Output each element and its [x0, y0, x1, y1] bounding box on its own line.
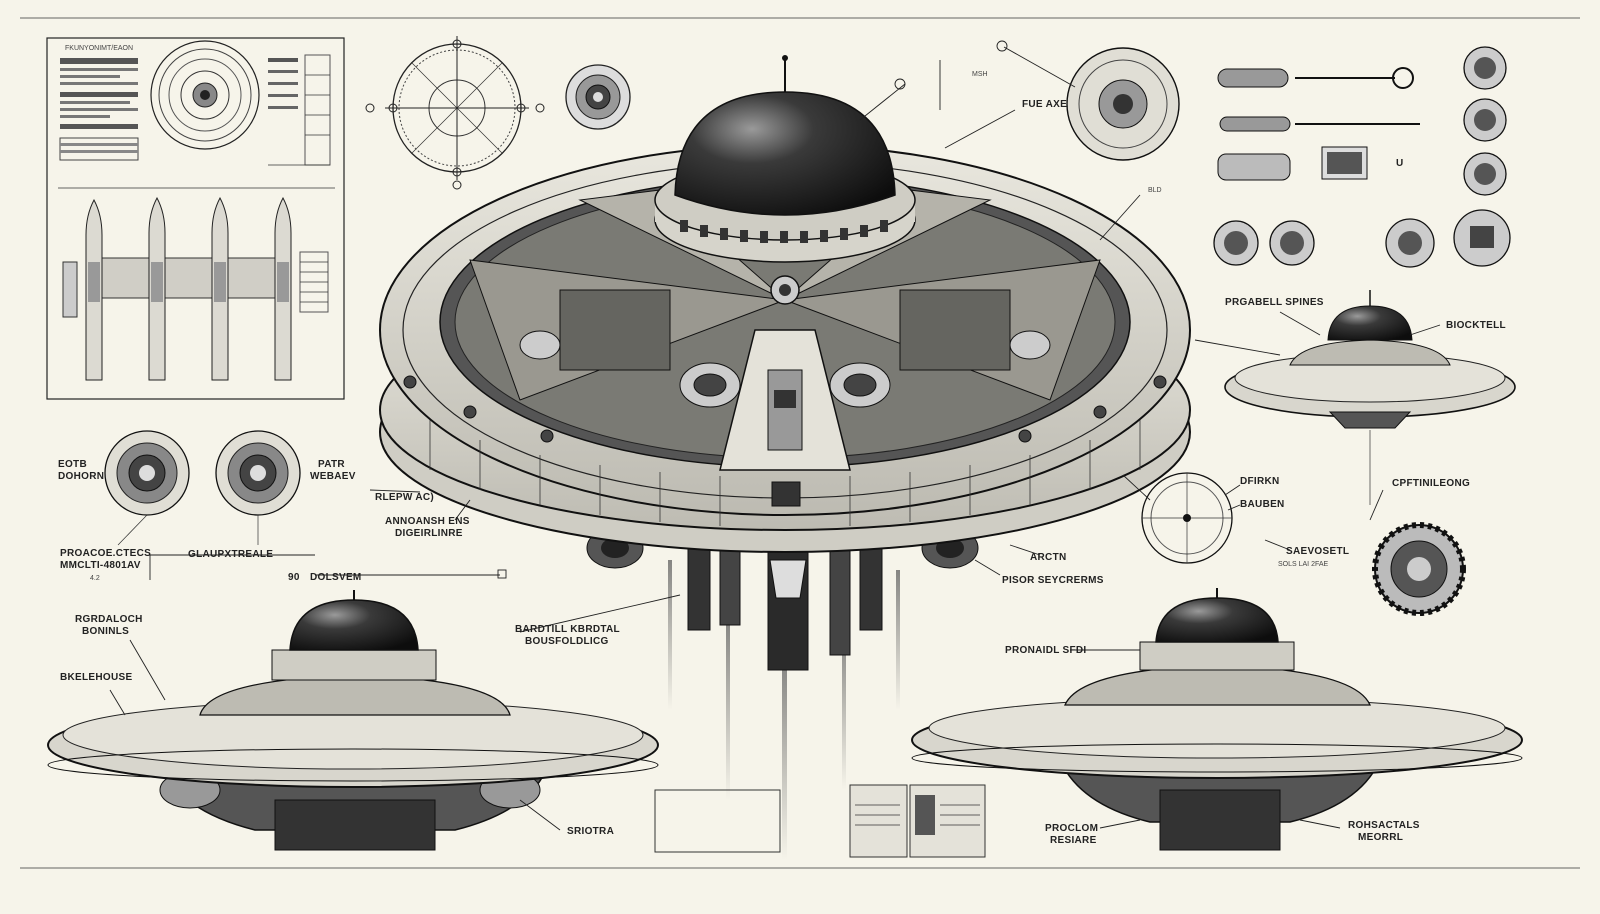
label-saevosetl: SAEVOSETL: [1286, 546, 1349, 557]
label-bkelehouse: BKELEHOUSE: [60, 672, 132, 683]
gear-icon: [1463, 46, 1507, 90]
wheel-gauge-icon: [1453, 209, 1511, 267]
label-dolsvem-num: 90: [288, 572, 300, 583]
label-annoansh-2: DIGEIRLINRE: [395, 528, 463, 539]
rim-portholes: [403, 375, 1167, 443]
gear-icon: [1463, 152, 1507, 196]
label-proacoe-1: PROACOE.CTECS: [60, 548, 151, 559]
label-bld: BLD: [1148, 187, 1162, 194]
wheel-gauge-icon: [1213, 220, 1259, 266]
label-bauben: BAUBEN: [1240, 499, 1285, 510]
sheet-border: [20, 17, 1580, 869]
saucer-side-icon: [47, 590, 659, 851]
label-biocktell: BIOCKTELL: [1446, 320, 1506, 331]
label-pisor: PISOR SEYCRERMS: [1002, 575, 1104, 586]
collar-windows: [680, 220, 888, 243]
inset-side-bars: [58, 54, 335, 189]
saucer-side-icon: [1224, 290, 1516, 505]
label-rgrdalogh-2: BONINLS: [82, 626, 129, 637]
label-arctn: ARCTN: [1030, 552, 1067, 563]
hull-panels: [429, 420, 1141, 526]
capsule-pod-icon: [1217, 67, 1414, 89]
label-glaupxtreale: GLAUPXTREALE: [188, 549, 273, 560]
label-bardtill-1: BARDTILL KBRDTAL: [515, 624, 620, 635]
label-bardtill-2: BOUSFOLDLICG: [525, 636, 609, 647]
label-u: U: [1396, 158, 1404, 169]
wheel-gauge-icon: [104, 430, 190, 516]
label-msh: MSH: [972, 71, 988, 78]
interior-sections: [469, 189, 1101, 408]
gear-icon: [1463, 98, 1507, 142]
wheel-gauge-icon: [1269, 220, 1315, 266]
label-patr: PATR: [318, 459, 345, 470]
rocket-icon: [211, 196, 229, 381]
label-rohsactals-2: MEORRL: [1358, 832, 1403, 843]
rocket-icon: [148, 196, 166, 381]
label-sriotra: SRIOTRA: [567, 826, 614, 837]
main-saucer: [379, 55, 1191, 860]
leader-lines: [109, 40, 1441, 831]
label-rohsactals-1: ROHSACTALS: [1348, 820, 1420, 831]
label-webaev: WEBAEV: [310, 471, 356, 482]
label-dfirkn: DFIRKN: [1240, 476, 1280, 487]
compass-rose-icon: [365, 36, 545, 190]
capsule-pod-icon: [1217, 146, 1368, 181]
wheel-gauge-icon: [1385, 218, 1435, 268]
rocket-icon: [274, 196, 292, 381]
gear-icon: [1372, 522, 1466, 616]
callout-labels: MSH FUE AXE BLD U PRGABELL SPINES BIOCKT…: [58, 71, 1506, 846]
inset-panel: FKUNYONIMT/EAON: [46, 37, 345, 400]
label-saevosetl-sub: SOLS LAI 2FAE: [1278, 561, 1329, 568]
label-annoansh-1: ANNOANSH ENS: [385, 516, 470, 527]
compass-rose-icon: [1141, 472, 1233, 564]
wheel-gauge-icon: [565, 64, 631, 130]
label-fue-axe: FUE AXE: [1022, 99, 1067, 110]
label-cpftinileong: CPFTINILEONG: [1392, 478, 1470, 489]
inset-rockets: [62, 196, 329, 381]
label-pronaidl: PRONAIDL SFDI: [1005, 645, 1087, 656]
label-proclom-1: PROCLOM: [1045, 823, 1098, 834]
thruster-beams: [668, 560, 900, 860]
inset-text-bars: [59, 58, 139, 161]
capsule-pod-icon: [1219, 116, 1420, 132]
rocket-icon: [85, 198, 103, 381]
data-boxes: [654, 784, 986, 858]
label-rlepw: RLEPW AC): [375, 492, 434, 503]
wheel-gauge-icon: [215, 430, 301, 516]
label-dohorn: DOHORN: [58, 471, 104, 482]
label-dolsvem: DOLSVEM: [310, 572, 362, 583]
underside-pods: [586, 527, 979, 671]
label-proacoe-2: MMCLTI-4801AV: [60, 560, 141, 571]
large-wheel: [1066, 47, 1180, 161]
inset-wheel-icon: [150, 40, 260, 150]
inset-title: FKUNYONIMT/EAON: [65, 45, 133, 52]
label-prgabell: PRGABELL SPINES: [1225, 297, 1324, 308]
saucer-side-icon: [911, 588, 1523, 851]
label-proacoe-3: 4.2: [90, 575, 100, 582]
label-proclom-2: RESIARE: [1050, 835, 1097, 846]
label-rgrdalogh-1: RGRDALOCH: [75, 614, 143, 625]
label-eotb: EOTB: [58, 459, 87, 470]
